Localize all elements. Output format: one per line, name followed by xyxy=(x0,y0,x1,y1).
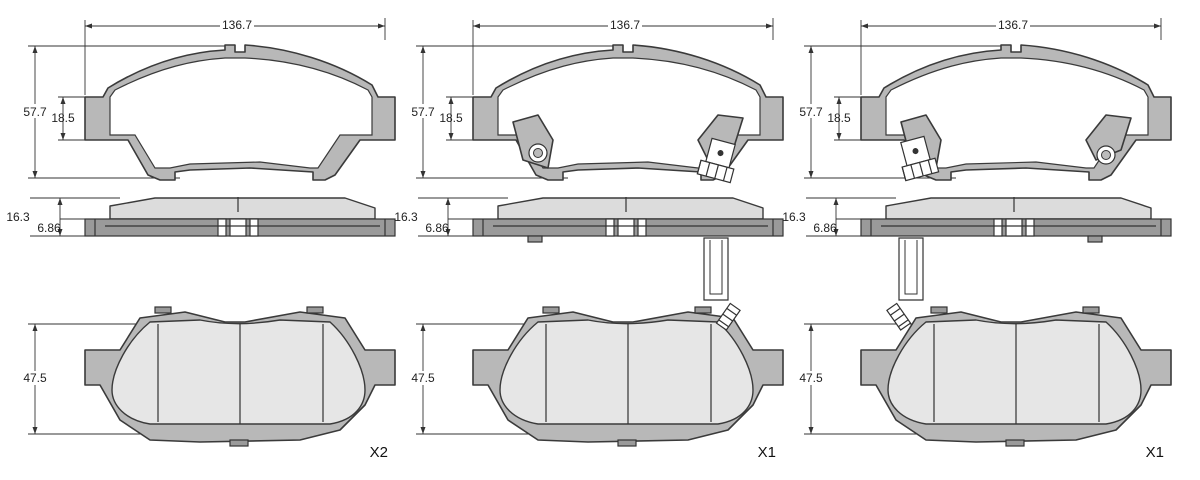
height-dim-label: 57.7 xyxy=(411,105,435,119)
width-dim-label: 136.7 xyxy=(998,18,1028,32)
quantity-label: X1 xyxy=(758,444,776,461)
sensor-tab-bottom xyxy=(715,302,741,331)
side-view: 16.3 6.86 xyxy=(782,197,1172,237)
ear-dimension: 18.5 xyxy=(51,96,90,141)
friction-view: 47.5 xyxy=(21,306,396,447)
friction-view: 47.5 xyxy=(797,306,1172,447)
backing-plate-inner xyxy=(885,57,1149,169)
sensor-clip-top xyxy=(900,135,940,182)
pad-drawing-2: 136.7 57.7 18.5 xyxy=(394,18,784,461)
width-dimension: 136.7 xyxy=(860,18,1162,95)
ear-dimension: 18.5 xyxy=(439,96,478,141)
side-view: 16.3 6.86 xyxy=(394,197,784,237)
sensor-wire-side xyxy=(898,235,1103,301)
width-dimension: 136.7 xyxy=(84,18,386,95)
friction-height-label: 47.5 xyxy=(23,371,47,385)
pad-panel-1: 136.7 57.7 18.5 xyxy=(0,0,400,480)
friction-height-label: 47.5 xyxy=(799,371,823,385)
friction-material xyxy=(111,319,366,425)
sensor-tab-bottom xyxy=(886,302,912,331)
friction-height-label: 47.5 xyxy=(411,371,435,385)
thickness-dim-label: 16.3 xyxy=(782,210,806,224)
friction-material xyxy=(887,319,1142,425)
pad-drawing-1: 136.7 57.7 18.5 xyxy=(6,18,396,461)
friction-side xyxy=(109,197,376,220)
height-dim-label: 57.7 xyxy=(799,105,823,119)
wear-sensor-bottom xyxy=(886,302,912,331)
quantity-label: X2 xyxy=(370,444,388,461)
width-dimension: 136.7 xyxy=(472,18,774,95)
side-view: 16.3 6.86 xyxy=(6,197,396,237)
wear-sensor-side xyxy=(527,235,729,301)
height-dim-label: 57.7 xyxy=(23,105,47,119)
backing-plate-inner xyxy=(109,57,373,169)
sensor-clip-top xyxy=(696,137,736,184)
wear-sensor-top xyxy=(512,114,744,184)
backing-dim-label: 6.86 xyxy=(813,221,837,235)
height-dimension: 57.7 xyxy=(409,45,618,179)
ear-dimension: 18.5 xyxy=(827,96,866,141)
backing-plate-inner xyxy=(497,57,761,169)
friction-side xyxy=(885,197,1152,220)
ear-dim-label: 18.5 xyxy=(439,111,463,125)
backing-dim-label: 6.86 xyxy=(425,221,449,235)
mounting-lug-right xyxy=(1085,114,1132,161)
width-dim-label: 136.7 xyxy=(222,18,252,32)
height-dimension: 57.7 xyxy=(797,45,1006,179)
quantity-label: X1 xyxy=(1146,444,1164,461)
wear-sensor-bottom xyxy=(715,302,741,331)
pad-drawing-3: 136.7 57.7 18.5 xyxy=(782,18,1172,461)
friction-side xyxy=(497,197,764,220)
pad-panel-2: 136.7 57.7 18.5 xyxy=(388,0,788,480)
backing-dim-label: 6.86 xyxy=(37,221,61,235)
thickness-dim-label: 16.3 xyxy=(6,210,30,224)
wear-sensor-top xyxy=(900,114,1132,182)
ear-dim-label: 18.5 xyxy=(827,111,851,125)
pad-panel-3: 136.7 57.7 18.5 xyxy=(776,0,1176,480)
thickness-dim-label: 16.3 xyxy=(394,210,418,224)
friction-view: 47.5 xyxy=(409,306,784,447)
wear-sensor-side xyxy=(898,235,1103,301)
ear-dim-label: 18.5 xyxy=(51,111,75,125)
sensor-wire-side xyxy=(527,235,729,301)
friction-material xyxy=(499,319,754,425)
width-dim-label: 136.7 xyxy=(610,18,640,32)
